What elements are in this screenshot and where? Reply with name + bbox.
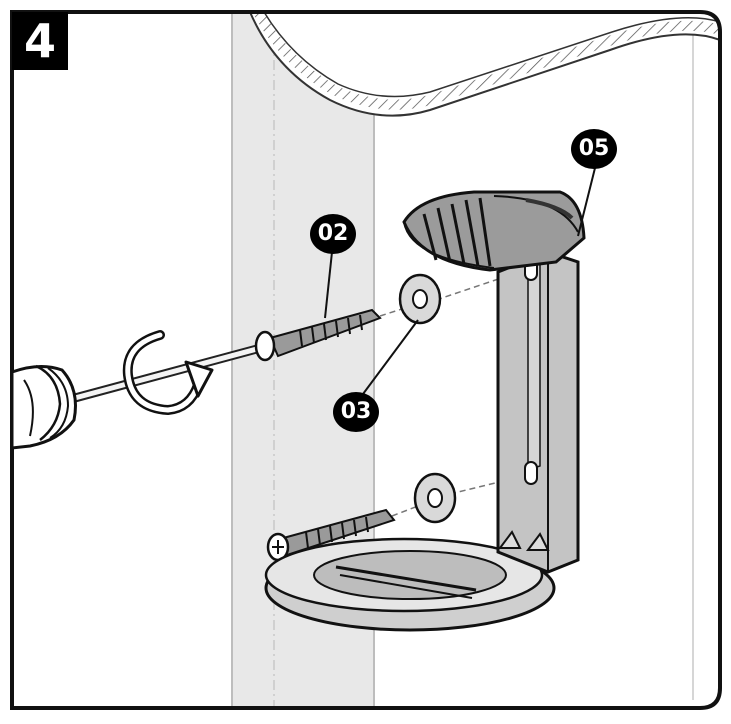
callout-bracket: 05 <box>571 129 617 169</box>
mounting-bracket <box>264 190 586 632</box>
rotation-arrow <box>122 330 214 416</box>
drywall-cutaway <box>249 12 720 117</box>
step-number: 4 <box>23 14 56 68</box>
callout-washer: 03 <box>333 392 379 432</box>
step-number-badge: 4 <box>12 12 68 70</box>
frame-border <box>10 10 722 710</box>
washer-lower <box>413 472 457 524</box>
screw-upper <box>254 308 382 362</box>
screw-lower <box>266 508 396 562</box>
callout-leaders <box>324 167 596 395</box>
washer-upper <box>398 273 442 325</box>
screwdriver <box>10 341 273 450</box>
callout-screw: 02 <box>310 214 356 254</box>
